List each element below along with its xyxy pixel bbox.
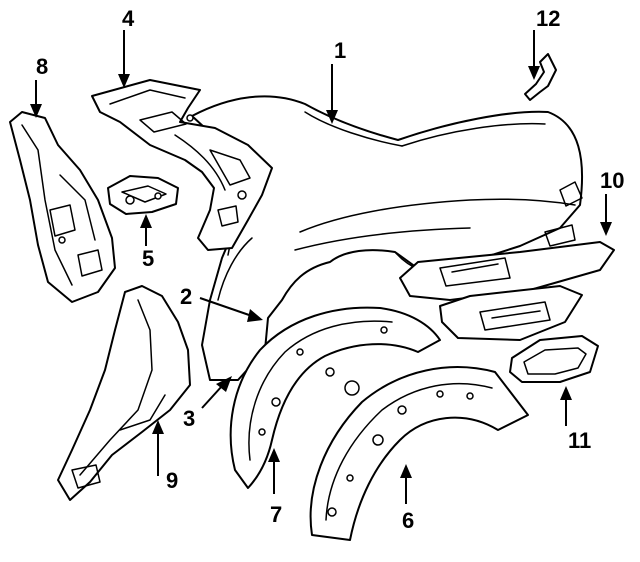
callout-10: 10 bbox=[600, 168, 625, 193]
callout-9: 9 bbox=[166, 468, 179, 493]
callout-11: 11 bbox=[568, 428, 592, 453]
leader-lines bbox=[30, 30, 612, 504]
part-6-wheelhouse-outer bbox=[309, 366, 529, 541]
callout-3: 3 bbox=[183, 406, 196, 431]
callout-4: 4 bbox=[122, 6, 135, 31]
part-5-bracket bbox=[107, 175, 179, 215]
callout-8: 8 bbox=[36, 54, 49, 79]
part-1-quarter-panel bbox=[191, 95, 583, 381]
callout-2: 2 bbox=[180, 284, 193, 309]
callout-12: 12 bbox=[536, 6, 561, 31]
part-10-bumper-trim bbox=[399, 241, 615, 341]
part-8-pillar bbox=[9, 111, 116, 303]
part-12-clip bbox=[524, 53, 557, 101]
callout-6: 6 bbox=[402, 508, 415, 533]
part-9-extension bbox=[57, 285, 191, 501]
callout-1: 1 bbox=[334, 38, 347, 63]
callout-7: 7 bbox=[270, 502, 283, 527]
callout-5: 5 bbox=[142, 246, 155, 271]
part-11-lamp-housing bbox=[509, 335, 599, 383]
part-7-wheelhouse-inner bbox=[229, 306, 441, 489]
part-4-inner-panel bbox=[91, 79, 273, 251]
